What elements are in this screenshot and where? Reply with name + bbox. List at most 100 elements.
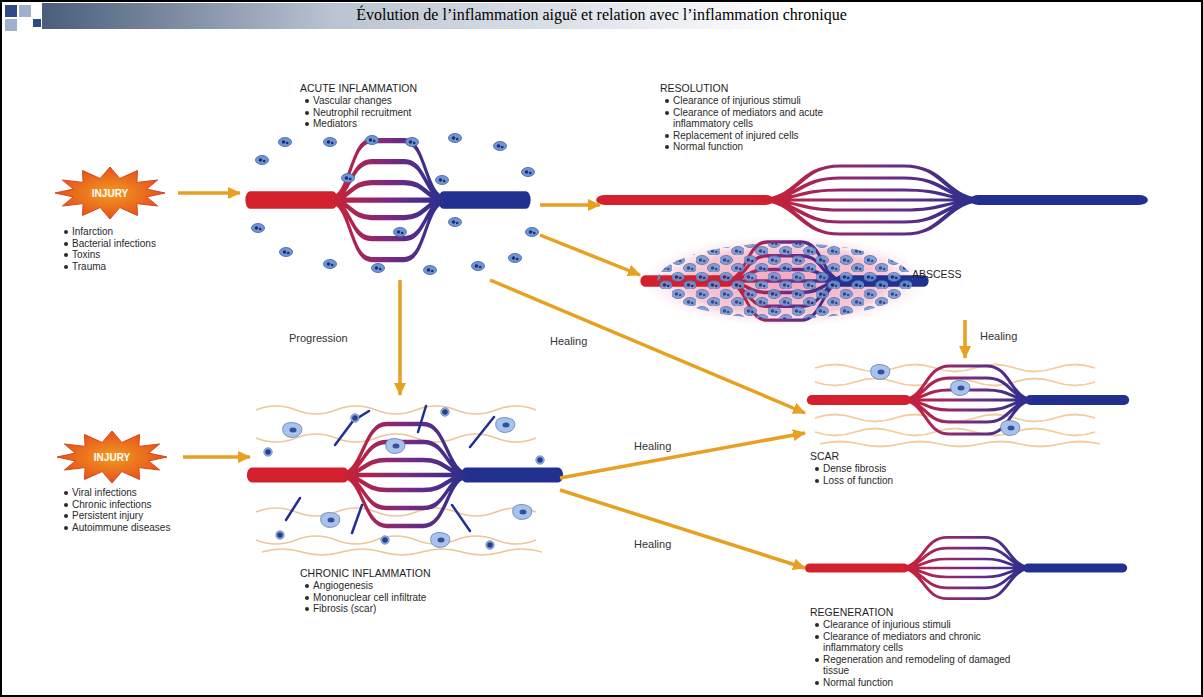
edge-label-text: Progression [289, 332, 348, 344]
macrophage [496, 418, 515, 433]
bullet-item: Angiogenesis [304, 580, 544, 592]
edge-label-text: Healing [550, 335, 587, 347]
illustration-node: INJURY Viral infectionsChronic infections… [55, 430, 183, 550]
lymphocyte [264, 448, 272, 456]
bullet-dot [665, 111, 669, 115]
illustration-node: INJURY InfarctionBacterial infectionsToxi… [55, 168, 178, 280]
neutrophil [252, 224, 265, 233]
neutrophil [449, 218, 462, 227]
deco-square [33, 19, 41, 27]
lymphocyte [381, 536, 389, 544]
bullet-list: Dense fibrosisLoss of function [814, 463, 1014, 486]
bullet-text: Trauma [72, 261, 106, 272]
bullet-dot [64, 526, 68, 530]
bullet-list: Viral infectionsChronic infectionsPersis… [63, 487, 180, 533]
node-heading: INJURY [57, 451, 167, 464]
bullet-text: Clearance of injurious stimuli [673, 95, 801, 106]
bullet-list: Clearance of injurious stimuliClearance … [814, 619, 1024, 688]
macrophage [951, 381, 970, 396]
bullet-item: Chronic infections [63, 499, 180, 511]
bullet-text: Clearance of mediators and chronic infla… [823, 631, 981, 654]
bullet-item: Mononuclear cell infiltrate [304, 592, 544, 604]
bullet-text: Dense fibrosis [823, 463, 886, 474]
bullet-dot [815, 479, 819, 483]
bullet-dot [305, 596, 309, 600]
bullet-item: Normal function [814, 677, 1024, 689]
bullet-item: Persistent injury [63, 510, 180, 522]
bullet-item: Toxins [63, 249, 175, 261]
edge-label: Healing [632, 538, 673, 551]
new-capillaries [286, 406, 494, 533]
bullet-text: Autoimmune diseases [72, 522, 170, 533]
diagram-title: Évolution de l’inflammation aiguë et rel… [356, 6, 847, 23]
macrophage [321, 513, 340, 528]
neutrophil [526, 228, 539, 237]
bullet-item: Clearance of injurious stimuli [814, 619, 1024, 631]
title-box: Évolution de l’inflammation aiguë et rel… [0, 6, 1203, 24]
macrophage [1001, 421, 1020, 436]
bullet-text: Mononuclear cell infiltrate [313, 592, 426, 603]
bullet-dot [665, 134, 669, 138]
neutrophil [280, 248, 293, 257]
bullet-item: Clearance of mediators and acute inflamm… [664, 107, 879, 130]
deco-square [5, 19, 17, 31]
bullet-dot [64, 514, 68, 518]
flow-arrow [560, 490, 805, 568]
bullet-item: Replacement of injured cells [664, 130, 879, 142]
heading-text: INJURY [92, 188, 128, 199]
bullet-item: Regeneration and remodeling of damaged t… [814, 654, 1024, 677]
bullet-item: Bacterial infections [63, 238, 175, 250]
bullet-text: Clearance of mediators and acute inflamm… [673, 107, 823, 130]
chronic-vessel [252, 424, 558, 526]
bullet-item: Trauma [63, 261, 175, 273]
bullet-item: Vascular changes [304, 95, 534, 107]
lymphocyte [441, 408, 449, 416]
bullet-dot [64, 253, 68, 257]
bullet-dot [305, 607, 309, 611]
bullet-text: Neutrophil recruitment [313, 107, 411, 118]
edge-label: Progression [287, 332, 350, 345]
flow-arrow [560, 433, 805, 478]
edge-label: Healing [632, 440, 673, 453]
illustration-node: CHRONIC INFLAMMATIONAngiogenesisMononucl… [250, 395, 560, 620]
neutrophil [449, 134, 462, 143]
bullet-dot [305, 99, 309, 103]
bullet-item: Clearance of injurious stimuli [664, 95, 879, 107]
node-heading: INJURY [55, 187, 165, 200]
bullet-text: Normal function [823, 677, 893, 688]
lymphocyte [276, 531, 284, 539]
macrophage [431, 533, 450, 548]
neutrophil [472, 262, 485, 271]
heading-text: REGENERATION [810, 606, 893, 618]
injury-burst [55, 167, 165, 219]
macrophage [513, 505, 532, 520]
illustration-node: ACUTE INFLAMMATIONVascular changesNeutro… [240, 80, 540, 280]
node-heading: ACUTE INFLAMMATION [300, 82, 530, 94]
bullet-list: Clearance of injurious stimuliClearance … [664, 95, 879, 153]
bullet-text: Fibrosis (scar) [313, 603, 376, 614]
lymphocyte [351, 414, 359, 422]
bullet-list: InfarctionBacterial infectionsToxinsTrau… [63, 226, 175, 272]
bullet-item: Viral infections [63, 487, 180, 499]
bullet-text: Angiogenesis [313, 580, 373, 591]
bullet-text: Chronic infections [72, 499, 151, 510]
title-bar [42, 3, 1200, 29]
neutrophil [279, 138, 292, 147]
bullet-item: Neutrophil recruitment [304, 107, 534, 119]
bullet-text: Mediators [313, 118, 357, 129]
bullet-dot [665, 99, 669, 103]
macrophage [283, 423, 302, 438]
macrophage [386, 439, 405, 454]
injury-burst [57, 431, 167, 483]
flow-arrow [178, 191, 240, 195]
node-heading: REGENERATION [810, 606, 1030, 618]
bullet-dot [305, 584, 309, 588]
bullet-text: Regeneration and remodeling of damaged t… [823, 654, 1010, 677]
bullet-text: Viral infections [72, 487, 137, 498]
deco-square [19, 5, 31, 17]
bullet-text: Persistent injury [72, 510, 143, 521]
bullet-text: Vascular changes [313, 95, 392, 106]
edge-label: Healing [548, 335, 589, 348]
neutrophil [256, 156, 269, 165]
pus-cells [657, 243, 913, 319]
